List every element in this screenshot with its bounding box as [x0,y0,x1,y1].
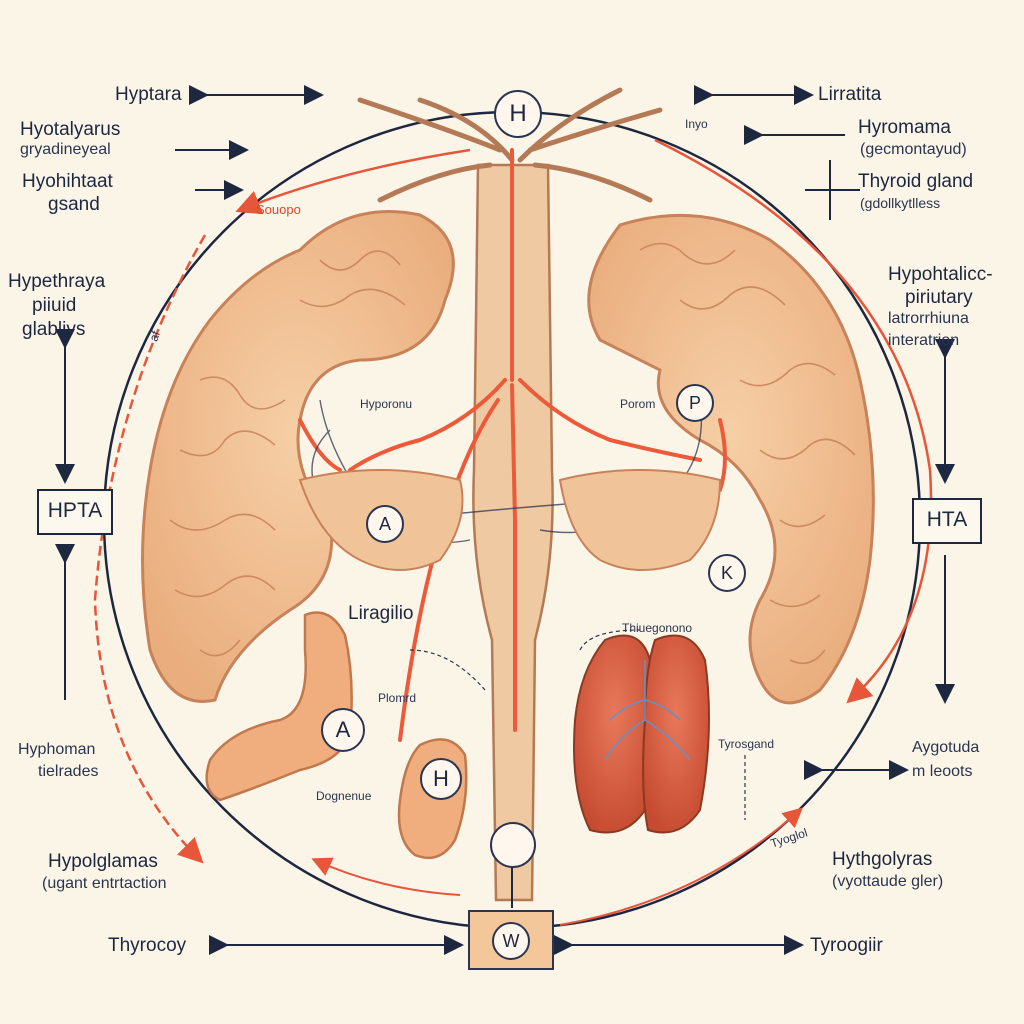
label-hyporonu: Hyporonu [360,397,413,411]
label-interaction: interatrion [888,332,960,349]
label-ugant: (ugant entrtaction [42,875,167,892]
label-piiuid: piiuid [32,295,77,316]
label-liragilio: Liragilio [348,603,414,624]
cerebellum-right [558,469,722,571]
marker-bottom-center [490,822,536,868]
label-gecmontayud: (gecmontayud) [860,141,967,158]
label-gsand: gsand [48,194,100,215]
label-inyo: Inyo [685,117,708,131]
label-souopo: Souopo [256,202,301,217]
label-glablivs: glablivs [22,319,86,340]
label-aygotuda: Aygotuda [912,739,980,756]
label-hyohihtaat: Hyohihtaat [22,171,113,192]
label-plomrd: Plomrd [378,691,417,705]
hta-box: HTA [912,498,982,544]
marker-k-right: K [708,554,746,592]
label-tyroogiir: Tyroogiir [810,935,883,956]
feedback-arc-bottom-right [559,807,803,926]
top-nerve-branches [357,87,663,203]
label-thyrocoy: Thyrocoy [108,935,187,956]
label-hyphoman: Hyphoman [18,741,96,758]
label-lirratita: Lirratita [818,84,882,105]
label-hypolglamas: Hypolglamas [48,851,158,872]
feedback-arc-bottom-left [311,857,461,896]
label-porom: Porom [620,397,656,411]
right-brain-hemisphere [587,213,875,705]
marker-top-h: H [494,90,542,138]
thyroid-lobe-left [573,634,655,834]
thyroid-lobe-right [642,634,710,834]
marker-a-bottom: A [321,708,365,752]
label-hyromama: Hyromama [858,117,951,138]
feedback-arc-right [654,138,933,704]
label-tyrosgand: Tyrosgand [718,737,775,751]
label-hyptara: Hyptara [115,84,182,105]
label-hythgolyras: Hythgolyras [832,849,933,870]
label-hypethraya: Hypethraya [8,271,106,292]
left-brain-hemisphere [141,210,455,703]
label-gyadinieyeal: gryadineyeal [20,141,111,158]
label-tielrades: tielrades [38,763,99,780]
marker-a-left: A [366,505,404,543]
label-mleoots: m leoots [912,763,973,780]
marker-p-right: P [676,384,714,422]
marker-w: W [492,922,530,960]
label-gdollkytlless: (gdollkytlless [860,195,941,211]
label-hypothalicc: Hypohtalicc- [888,264,993,285]
label-dognenue: Dognenue [316,789,372,803]
label-vyottaude: (vyottaude gler) [832,873,944,890]
label-thiuegonono: Thiuegonono [622,621,693,635]
organ-bottom-left [205,611,353,802]
label-piriutary: piriutary [905,287,973,308]
feedback-arc-top-left [235,148,471,215]
label-hyotalyarus: Hyotalyarus [20,119,121,140]
feedback-arc-left [93,234,207,864]
w-box: W [468,910,554,970]
label-latrorrhiuna: latrorrhiuna [888,310,969,327]
label-thyroid-gland: Thyroid gland [858,171,974,192]
hpta-box: HPTA [37,489,113,535]
marker-h-bottom: H [420,758,462,800]
